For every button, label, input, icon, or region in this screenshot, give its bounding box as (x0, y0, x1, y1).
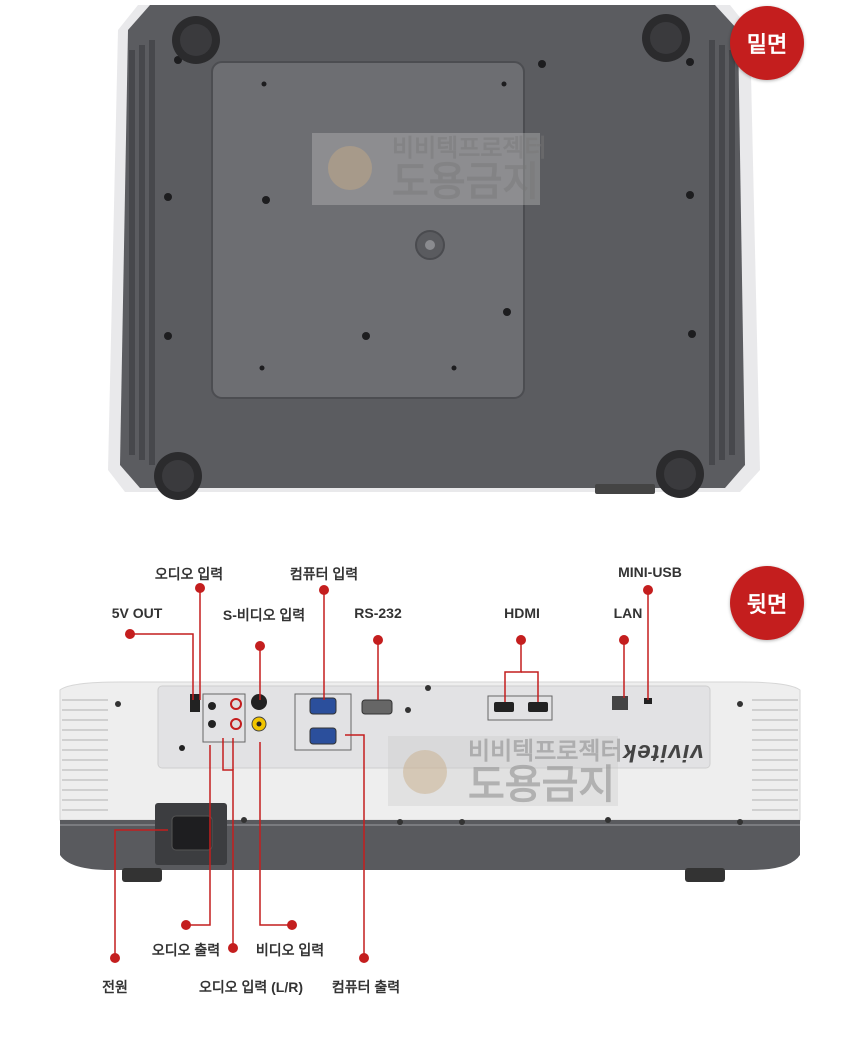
watermark-rear-line2: 도용금지 (468, 763, 616, 807)
brand-logo: vivitek (622, 739, 704, 766)
projector-bottom-illustration (108, 5, 760, 500)
rear-view-badge: 뒷면 (730, 566, 804, 640)
watermark-top-line1: 비비텍프로젝터 (392, 135, 547, 162)
projector-rear-image (0, 660, 860, 900)
projector-rear-illustration (59, 681, 801, 882)
label-s-video-in: S-비디오 입력 (222, 607, 306, 623)
label-rs232: RS-232 (354, 605, 402, 621)
label-audio-out: 오디오 출력 (151, 942, 221, 958)
label-mini-usb: MINI-USB (618, 564, 682, 580)
watermark-top-line2: 도용금지 (392, 160, 540, 204)
label-audio-in-lr: 오디오 입력 (L/R) (198, 979, 304, 995)
watermark-rear-line1: 비비텍프로젝터 (468, 738, 623, 765)
label-5v-out: 5V OUT (111, 605, 163, 621)
label-power: 전원 (102, 979, 128, 995)
projector-bottom-image (0, 0, 860, 500)
label-audio-in: 오디오 입력 (154, 566, 224, 582)
label-computer-in: 컴퓨터 입력 (289, 566, 359, 582)
label-hdmi: HDMI (504, 605, 540, 621)
bottom-view-badge: 밑면 (730, 6, 804, 80)
label-lan: LAN (613, 605, 643, 621)
label-computer-out: 컴퓨터 출력 (331, 979, 401, 995)
label-video-in: 비디오 입력 (255, 942, 325, 958)
